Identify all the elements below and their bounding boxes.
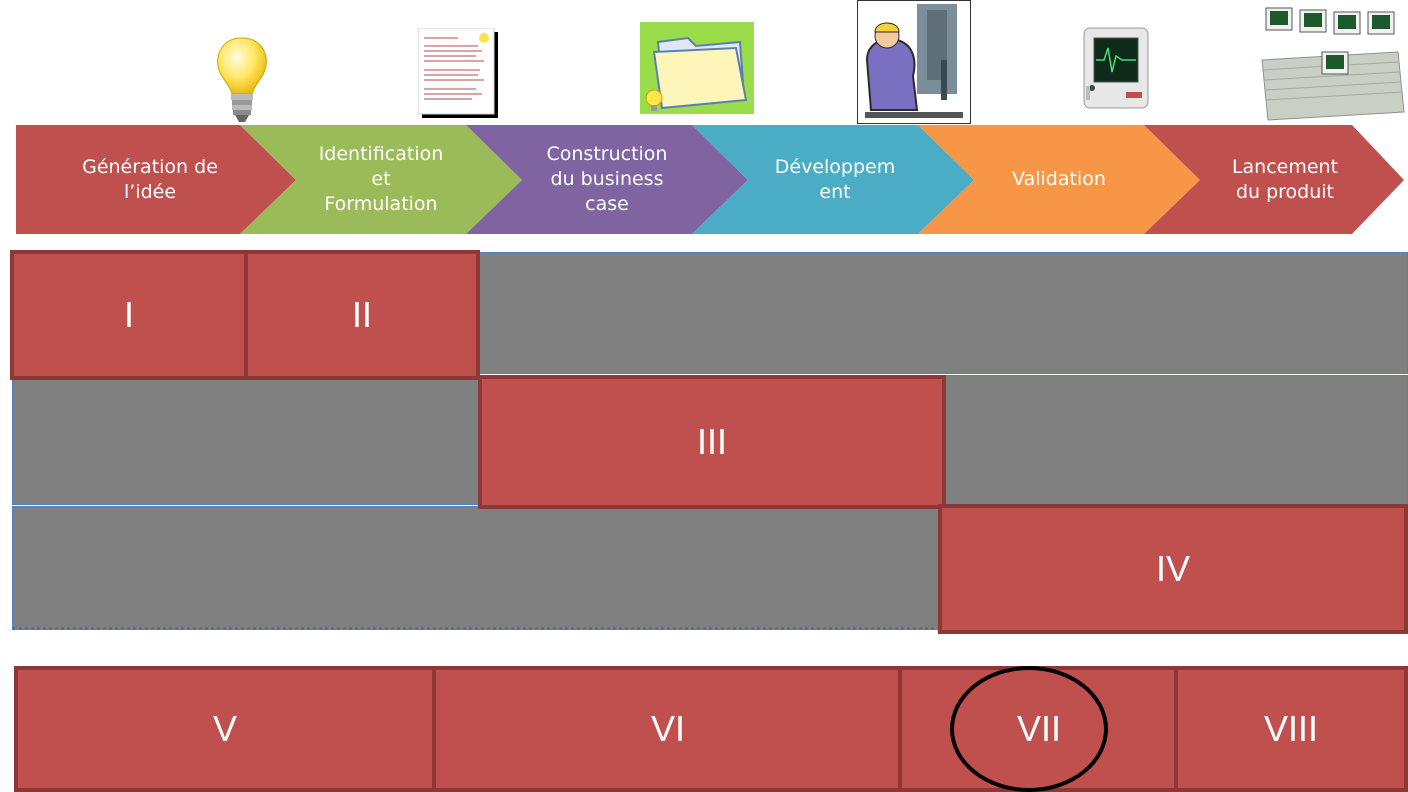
- lightbulb-icon: [212, 36, 272, 128]
- block-ii: II: [244, 250, 480, 380]
- block-vi: VI: [432, 666, 904, 792]
- block-iii: III: [478, 375, 946, 509]
- chevron-step-4: [692, 125, 974, 234]
- engineer-icon: [856, 0, 972, 125]
- step-label-identification: Identification et Formulation: [318, 143, 444, 215]
- step-label-business-case: Construction du business case: [546, 143, 668, 215]
- grey-band-row-2-right: [944, 375, 1408, 505]
- grey-band-row-3: [12, 506, 940, 630]
- chevron-step-1: [16, 125, 296, 234]
- block-iv: IV: [938, 504, 1408, 634]
- step-label-lancement: Lancement du produit: [1231, 155, 1339, 203]
- step-label-generation: Génération de l’idée: [82, 155, 218, 203]
- computers-money-icon: [1252, 0, 1408, 126]
- chevron-step-5: [918, 125, 1200, 234]
- process-chevron-bar: [16, 125, 1404, 234]
- grey-band-row-2-left: [12, 375, 480, 505]
- chevron-step-6: [1144, 125, 1404, 234]
- block-v: V: [14, 666, 436, 792]
- chevron-step-3: [466, 125, 748, 234]
- step-label-validation: Validation: [1012, 168, 1106, 190]
- chevron-step-2: [240, 125, 522, 234]
- grey-band-row-1: [478, 252, 1408, 374]
- monitor-icon: [1080, 26, 1152, 112]
- step-label-developpement: Développem ent: [774, 155, 896, 203]
- folder-icon: [640, 22, 754, 114]
- highlight-circle: [950, 666, 1108, 792]
- document-icon: [417, 27, 500, 120]
- block-viii: VIII: [1174, 666, 1408, 792]
- block-i: I: [10, 250, 248, 380]
